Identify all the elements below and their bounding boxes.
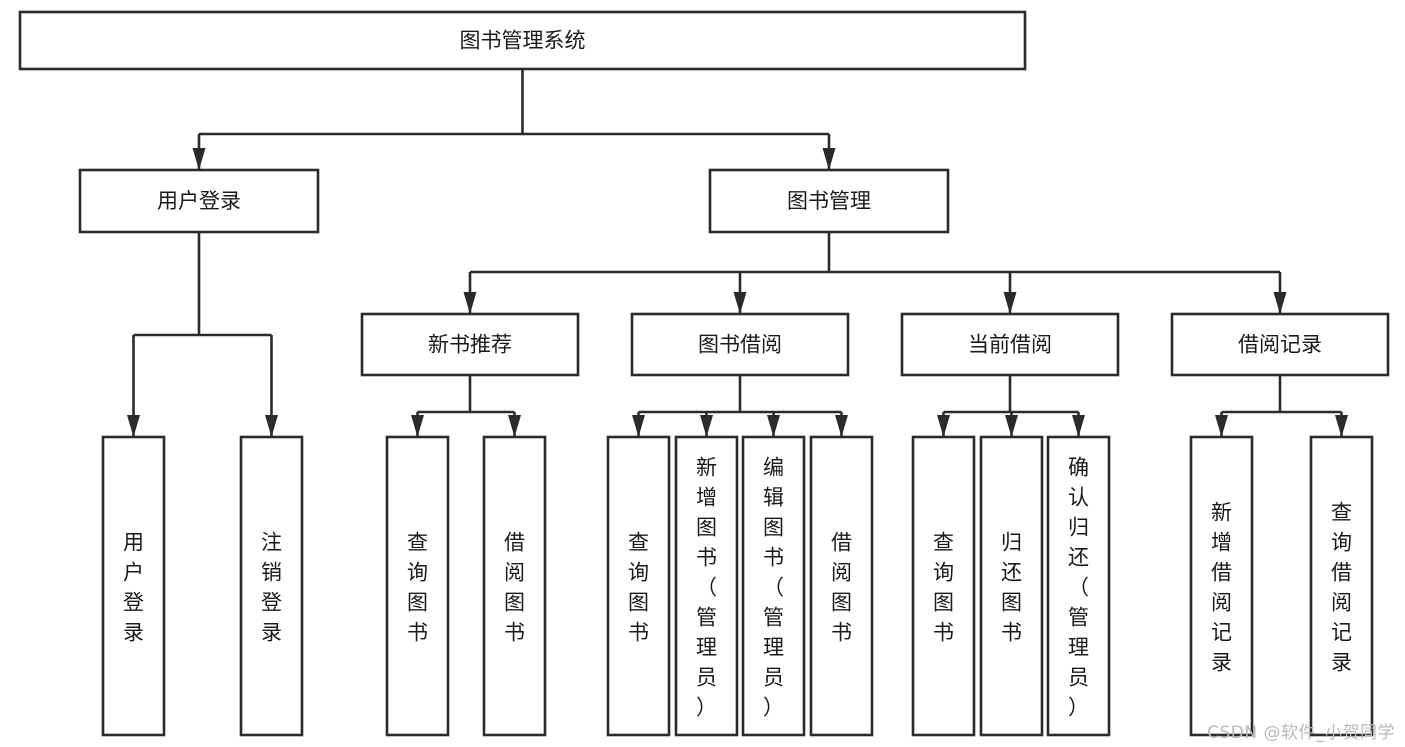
- node-box[interactable]: [239, 435, 304, 737]
- node-l-logout[interactable]: 注销登录: [239, 435, 304, 737]
- node-l-borrow-book-2[interactable]: 借阅图书: [809, 435, 874, 737]
- node-box[interactable]: [101, 435, 166, 737]
- node-label: 用户登录: [157, 189, 241, 213]
- node-label: 用户登录: [123, 530, 144, 644]
- node-label: 查询借阅记录: [1331, 500, 1352, 674]
- node-label: 当前借阅: [968, 333, 1052, 357]
- node-label: 确认归还（管理员）: [1068, 455, 1089, 719]
- node-box[interactable]: [809, 435, 874, 737]
- node-label: 图书管理: [787, 189, 871, 213]
- edges-layer: [127, 69, 1348, 437]
- node-label: 新增借阅记录: [1211, 500, 1232, 674]
- connector-group: [127, 232, 278, 437]
- node-label: 注销登录: [261, 530, 282, 644]
- node-box[interactable]: [606, 435, 671, 737]
- node-box[interactable]: [1046, 435, 1111, 737]
- connector-group: [463, 232, 1287, 314]
- node-l-query-record[interactable]: 查询借阅记录: [1309, 435, 1374, 737]
- node-label: 查询图书: [933, 530, 954, 644]
- node-box[interactable]: [18, 10, 1027, 71]
- node-box[interactable]: [630, 312, 850, 377]
- csdn-watermark: CSDN @软件_小贺同学: [1207, 723, 1395, 743]
- node-box[interactable]: [482, 435, 547, 737]
- node-box[interactable]: [741, 435, 806, 737]
- node-n-new-book-rec[interactable]: 新书推荐: [360, 312, 580, 377]
- node-l-query-book-1[interactable]: 查询图书: [385, 435, 450, 737]
- node-l-user-login[interactable]: 用户登录: [101, 435, 166, 737]
- node-box[interactable]: [1189, 435, 1254, 737]
- connector-group: [1215, 375, 1348, 437]
- node-l-add-record[interactable]: 新增借阅记录: [1189, 435, 1254, 737]
- node-l-edit-book[interactable]: 编辑图书（管理员）: [741, 435, 806, 737]
- node-box[interactable]: [911, 435, 976, 737]
- connector-group: [632, 375, 848, 437]
- node-box[interactable]: [360, 312, 580, 377]
- node-label: 新书推荐: [428, 333, 512, 357]
- node-box[interactable]: [674, 435, 739, 737]
- node-n-borrow-record[interactable]: 借阅记录: [1170, 312, 1390, 377]
- node-n-current-borrow[interactable]: 当前借阅: [900, 312, 1120, 377]
- node-l-add-book[interactable]: 新增图书（管理员）: [674, 435, 739, 737]
- node-box[interactable]: [979, 435, 1044, 737]
- node-label: 归还图书: [1001, 530, 1022, 644]
- nodes-layer: 图书管理系统用户登录图书管理新书推荐图书借阅当前借阅借阅记录用户登录注销登录查询…: [18, 10, 1390, 737]
- connector-group: [411, 375, 521, 437]
- node-root[interactable]: 图书管理系统: [18, 10, 1027, 71]
- node-n-book-mgmt[interactable]: 图书管理: [708, 168, 950, 234]
- node-label: 借阅图书: [504, 530, 525, 644]
- node-n-book-borrow[interactable]: 图书借阅: [630, 312, 850, 377]
- node-box[interactable]: [900, 312, 1120, 377]
- node-l-borrow-book-1[interactable]: 借阅图书: [482, 435, 547, 737]
- node-label: 图书借阅: [698, 333, 782, 357]
- node-l-query-book-2[interactable]: 查询图书: [606, 435, 671, 737]
- node-label: 借阅图书: [831, 530, 852, 644]
- node-l-query-book-3[interactable]: 查询图书: [911, 435, 976, 737]
- node-box[interactable]: [708, 168, 950, 234]
- node-label: 借阅记录: [1238, 333, 1322, 357]
- node-label: 图书管理系统: [460, 29, 586, 53]
- node-l-confirm-return[interactable]: 确认归还（管理员）: [1046, 435, 1111, 737]
- node-box[interactable]: [1170, 312, 1390, 377]
- node-label: 查询图书: [628, 530, 649, 644]
- node-label: 新增图书（管理员）: [696, 455, 717, 719]
- node-l-return-book[interactable]: 归还图书: [979, 435, 1044, 737]
- node-n-user-login[interactable]: 用户登录: [78, 168, 320, 234]
- node-label: 查询图书: [407, 530, 428, 644]
- node-box[interactable]: [1309, 435, 1374, 737]
- connector-group: [192, 69, 836, 170]
- node-label: 编辑图书（管理员）: [763, 455, 784, 719]
- node-box[interactable]: [385, 435, 450, 737]
- connector-group: [937, 375, 1085, 437]
- node-box[interactable]: [78, 168, 320, 234]
